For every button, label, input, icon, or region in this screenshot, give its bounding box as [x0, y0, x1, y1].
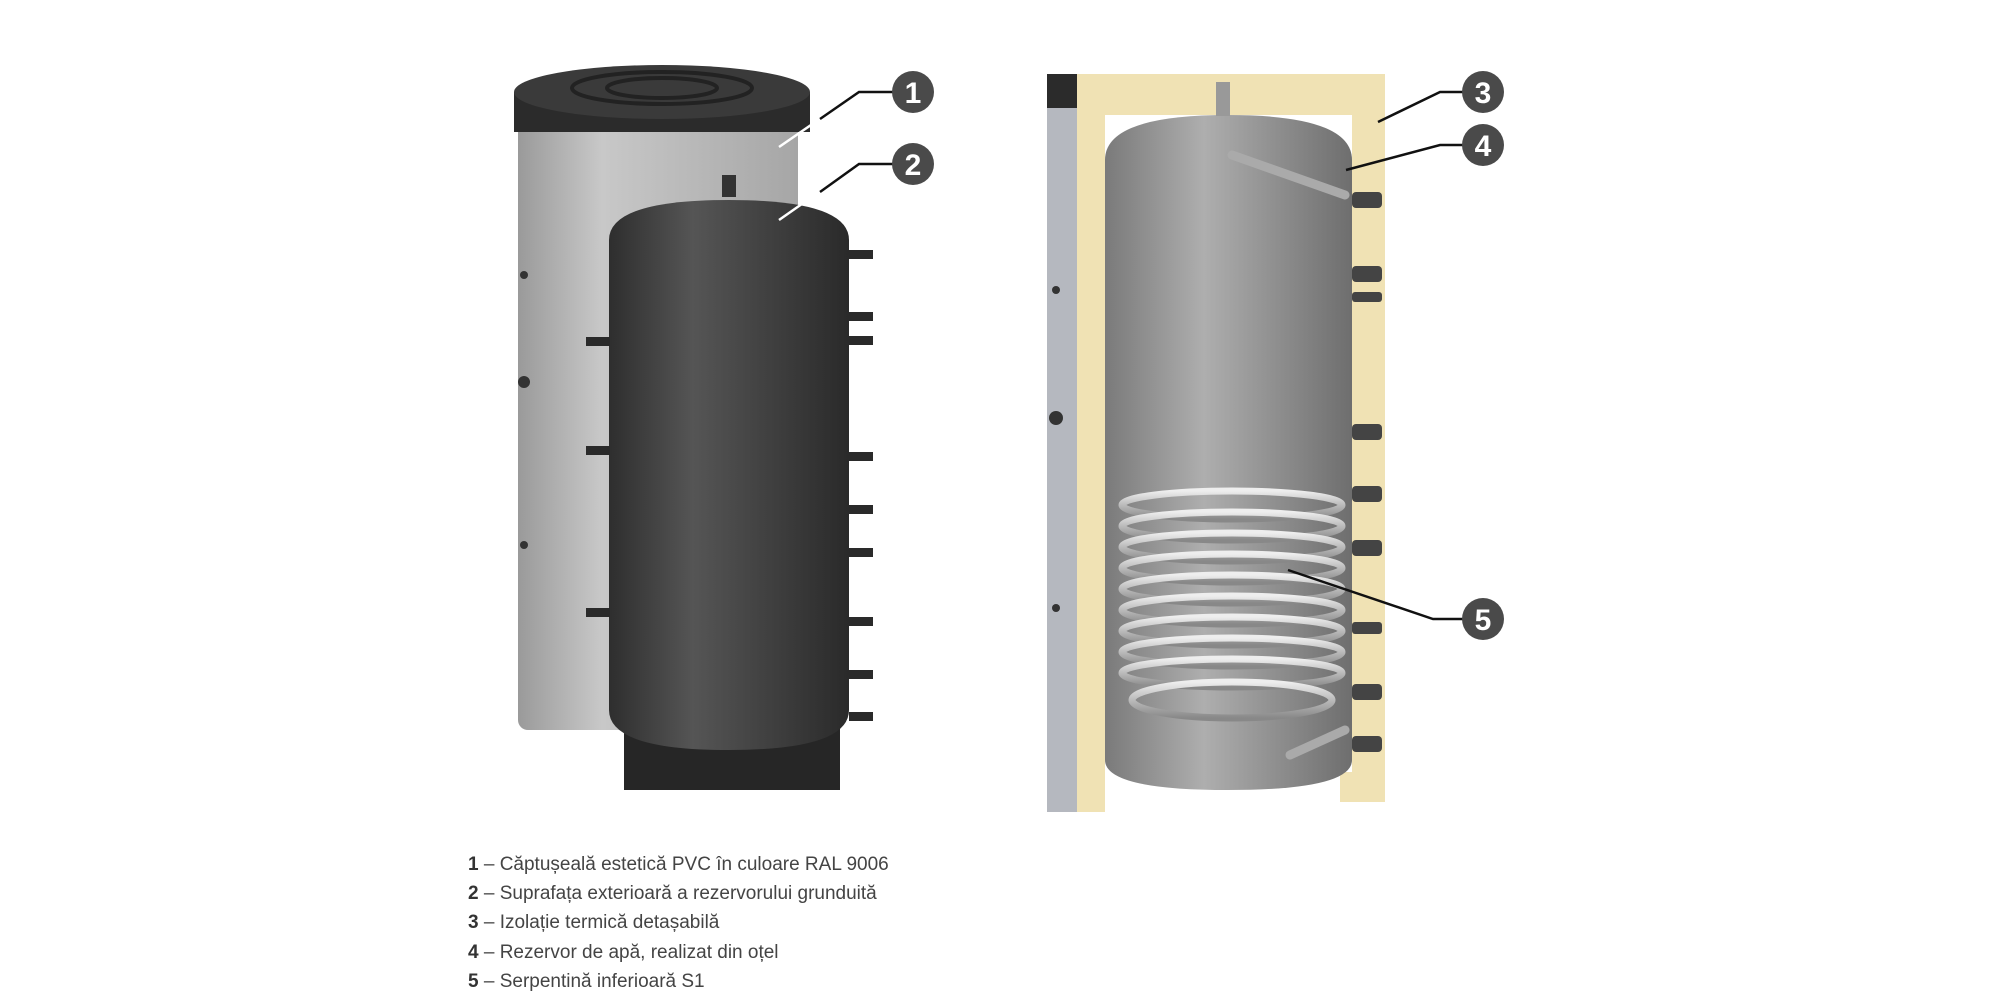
callout-4: 4	[1462, 124, 1504, 166]
legend-number: 5	[468, 970, 479, 992]
callout-3: 3	[1462, 71, 1504, 113]
legend-item: 1 – Căptușeală estetică PVC în culoare R…	[468, 850, 889, 879]
legend-item: 5 – Serpentină inferioară S1	[468, 967, 889, 996]
callout-5: 5	[1462, 598, 1504, 640]
legend-number: 2	[468, 883, 479, 905]
callout-lines	[778, 90, 1465, 621]
legend-number: 3	[468, 912, 479, 934]
callout-2: 2	[892, 143, 934, 185]
callout-1: 1	[892, 71, 934, 113]
primed-steel-tank	[586, 175, 873, 790]
legend-number: 4	[468, 941, 479, 963]
legend-item: 2 – Suprafața exterioară a rezervorului …	[468, 879, 889, 908]
legend-item: 3 – Izolație termică detașabilă	[468, 908, 889, 937]
svg-text:3: 3	[1475, 77, 1492, 110]
svg-text:4: 4	[1475, 130, 1492, 163]
svg-text:5: 5	[1475, 604, 1492, 637]
svg-text:1: 1	[905, 77, 922, 110]
legend-item: 4 – Rezervor de apă, realizat din oțel	[468, 938, 889, 967]
legend-text: – Izolație termică detașabilă	[478, 912, 720, 934]
legend-text: – Suprafața exterioară a rezervorului gr…	[478, 883, 877, 905]
cutaway-tank	[1047, 74, 1385, 812]
legend-number: 1	[468, 854, 479, 875]
legend-text: – Rezervor de apă, realizat din oțel	[478, 941, 779, 963]
legend: 1 – Căptușeală estetică PVC în culoare R…	[468, 850, 889, 996]
legend-text: – Serpentină inferioară S1	[478, 970, 705, 992]
legend-text: – Căptușeală estetică PVC în culoare RAL…	[478, 854, 889, 875]
svg-text:2: 2	[905, 149, 922, 182]
